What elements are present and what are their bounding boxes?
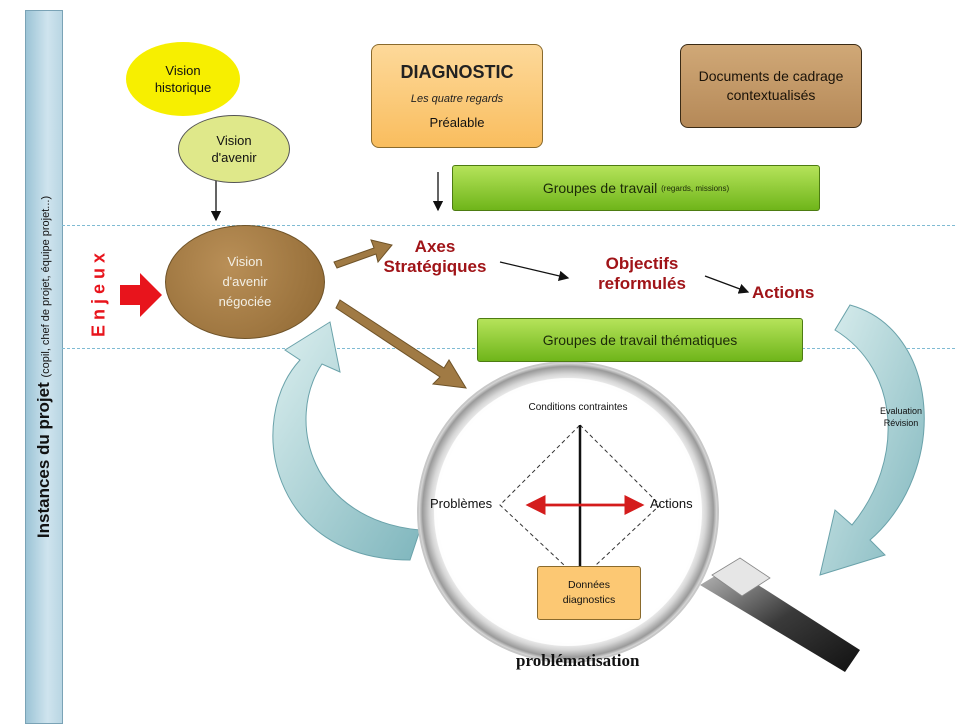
vision-historique-ellipse: Vision historique <box>126 42 240 116</box>
diagnostic-subtitle: Les quatre regards <box>410 93 504 105</box>
groupes-travail-thematiques-label: Groupes de travail thématiques <box>542 332 738 348</box>
arrow-to-axes <box>333 239 393 269</box>
enjeux-label-box: E n j e u x <box>86 240 112 350</box>
groupes-travail-label: Groupes de travail <box>542 180 658 196</box>
groupes-travail-thematiques-box: Groupes de travail thématiques <box>477 318 803 362</box>
arrow-to-loupe <box>335 299 467 389</box>
diagnostic-note: Préalable <box>429 115 485 130</box>
arrow-objectifs-actions <box>704 275 750 294</box>
magnifier-icon <box>417 361 860 672</box>
vision-historique-label: Vision historique <box>154 63 212 95</box>
vision-negociee-ellipse: Vision d'avenir négociée <box>165 225 325 339</box>
groupes-travail-small: (regards, missions) <box>661 183 730 193</box>
actions-top-label: Actions <box>752 283 815 302</box>
project-instances-sidebar: Instances du projet (copil, chef de proj… <box>25 10 63 724</box>
arrow-axes-objectifs <box>499 261 570 281</box>
actions-loupe-label: Actions <box>650 496 693 511</box>
problemes-label: Problèmes <box>430 496 493 511</box>
dashed-divider-top <box>62 225 955 226</box>
problematisation-label: problématisation <box>516 651 640 670</box>
documents-cadrage-box: Documents de cadrage contextualisés <box>680 44 862 128</box>
evaluation-loop-arrow <box>819 304 925 576</box>
axes-strategiques-label: Axes Stratégiques <box>383 237 487 276</box>
diagnostic-box: DIAGNOSTIC Les quatre regards Préalable <box>371 44 543 148</box>
vision-avenir-label: Vision d'avenir <box>211 133 257 165</box>
vision-avenir-ellipse: Vision d'avenir <box>178 115 290 183</box>
diagnostic-title: DIAGNOSTIC <box>400 62 514 82</box>
evaluation-revision-label: Evaluation Révision <box>879 406 923 428</box>
groupes-travail-box: Groupes de travail (regards, missions) <box>452 165 820 211</box>
return-loop-arrow <box>272 321 421 561</box>
objectifs-reformules-label: Objectifs reformulés <box>598 254 686 293</box>
documents-cadrage-label: Documents de cadrage contextualisés <box>698 68 844 103</box>
donnees-diagnostics-label: Données diagnostics <box>562 579 616 606</box>
enjeux-label: E n j e u x <box>88 252 109 338</box>
enjeux-arrow <box>120 273 162 317</box>
conditions-contraintes-label: Conditions contraintes <box>528 402 628 413</box>
vision-negociee-label: Vision d'avenir négociée <box>218 254 272 309</box>
donnees-diagnostics-box: Données diagnostics <box>537 566 641 620</box>
